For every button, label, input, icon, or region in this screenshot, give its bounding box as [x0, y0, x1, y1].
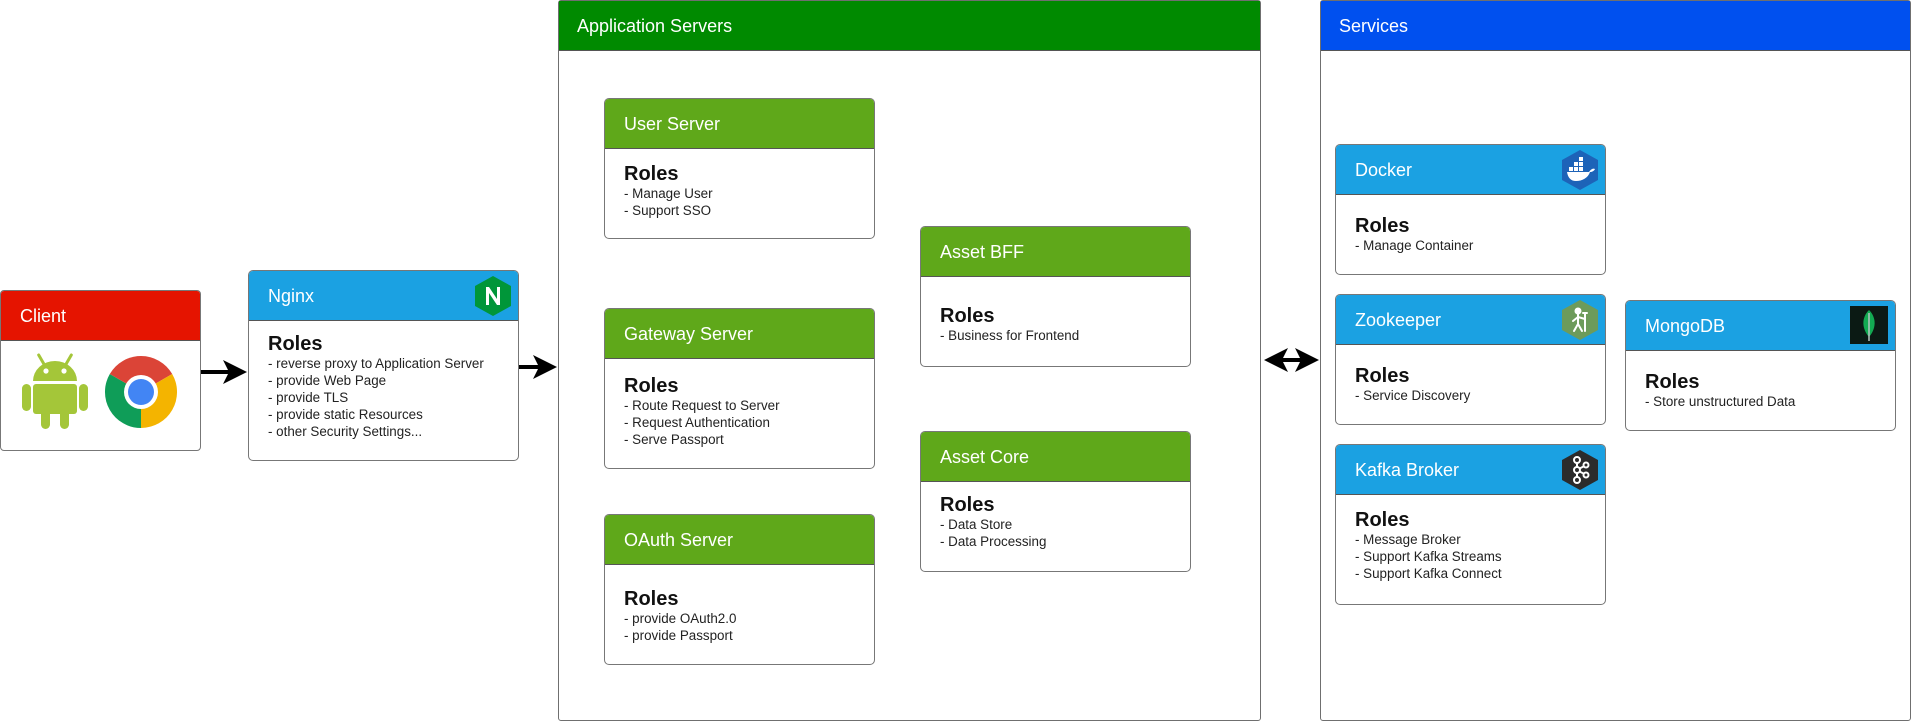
zookeeper-header: Zookeeper [1336, 295, 1605, 345]
zookeeper-box[interactable]: Zookeeper Roles - Service Discovery [1335, 294, 1606, 425]
kafka-icon [1559, 449, 1601, 491]
asset-core-box[interactable]: Asset Core Roles - Data Store - Data Pro… [920, 431, 1191, 572]
list-item: - Support SSO [624, 203, 712, 218]
nginx-header: Nginx [249, 271, 518, 321]
nginx-roles-list: - reverse proxy to Application Server - … [268, 355, 518, 440]
asset-bff-roles-list: - Business for Frontend [940, 327, 1190, 344]
gateway-server-box[interactable]: Gateway Server Roles - Route Request to … [604, 308, 875, 469]
list-item: - Request Authentication [624, 415, 770, 430]
kafka-broker-roles-list: - Message Broker - Support Kafka Streams… [1355, 531, 1605, 582]
list-item: - Message Broker [1355, 532, 1461, 547]
list-item: - provide static Resources [268, 407, 423, 422]
asset-bff-header: Asset BFF [921, 227, 1190, 277]
list-item: - reverse proxy to Application Server [268, 356, 484, 371]
docker-header: Docker [1336, 145, 1605, 195]
services-header: Services [1321, 1, 1910, 51]
kafka-broker-title: Kafka Broker [1355, 460, 1460, 480]
nginx-roles-title: Roles [268, 333, 323, 355]
kafka-broker-header: Kafka Broker [1336, 445, 1605, 495]
list-item: - provide TLS [268, 390, 349, 405]
docker-title: Docker [1355, 160, 1413, 180]
client-title: Client [20, 306, 67, 326]
list-item: - other Security Settings... [268, 424, 423, 439]
kafka-broker-roles-title: Roles [1355, 509, 1410, 531]
asset-bff-title: Asset BFF [940, 242, 1025, 262]
application-servers-header: Application Servers [559, 1, 1260, 51]
gateway-server-roles-title: Roles [624, 375, 679, 397]
list-item: - Manage User [624, 186, 713, 201]
gateway-server-header: Gateway Server [605, 309, 874, 359]
gateway-server-title: Gateway Server [624, 324, 754, 344]
mongodb-title: MongoDB [1645, 316, 1726, 336]
list-item: - Business for Frontend [940, 328, 1080, 343]
user-server-header: User Server [605, 99, 874, 149]
client-header: Client [1, 291, 200, 341]
oauth-server-roles-title: Roles [624, 588, 679, 610]
mongodb-header: MongoDB [1626, 301, 1895, 351]
list-item: - Route Request to Server [624, 398, 780, 413]
oauth-server-title: OAuth Server [624, 530, 734, 550]
application-servers-title: Application Servers [577, 16, 733, 36]
asset-bff-box[interactable]: Asset BFF Roles - Business for Frontend [920, 226, 1191, 367]
user-server-box[interactable]: User Server Roles - Manage User - Suppor… [604, 98, 875, 239]
nginx-title: Nginx [268, 286, 315, 306]
zookeeper-roles-list: - Service Discovery [1355, 387, 1605, 404]
list-item: - provide Passport [624, 628, 733, 643]
asset-bff-roles-title: Roles [940, 305, 995, 327]
list-item: - Service Discovery [1355, 388, 1471, 403]
list-item: - provide Web Page [268, 373, 387, 388]
oauth-server-header: OAuth Server [605, 515, 874, 565]
zookeeper-roles-title: Roles [1355, 365, 1410, 387]
nginx-icon [472, 275, 514, 317]
list-item: - Store unstructured Data [1645, 394, 1796, 409]
zookeeper-icon [1559, 299, 1601, 341]
list-item: - Serve Passport [624, 432, 724, 447]
mongodb-icon [1849, 305, 1891, 347]
asset-core-title: Asset Core [940, 447, 1030, 467]
chrome-icon [103, 354, 179, 430]
list-item: - Manage Container [1355, 238, 1474, 253]
docker-box[interactable]: Docker Roles - Manage Container [1335, 144, 1606, 275]
list-item: - Data Processing [940, 534, 1047, 549]
docker-icon [1559, 149, 1601, 191]
list-item: - Data Store [940, 517, 1013, 532]
oauth-server-roles-list: - provide OAuth2.0 - provide Passport [624, 610, 874, 644]
mongodb-roles-list: - Store unstructured Data [1645, 393, 1895, 410]
asset-core-header: Asset Core [921, 432, 1190, 482]
user-server-title: User Server [624, 114, 721, 134]
asset-core-roles-list: - Data Store - Data Processing [940, 516, 1190, 550]
mongodb-roles-title: Roles [1645, 371, 1700, 393]
android-icon [19, 351, 91, 431]
asset-core-roles-title: Roles [940, 494, 995, 516]
nginx-box[interactable]: Nginx Roles - reverse proxy to Applicati… [248, 270, 519, 461]
docker-roles-title: Roles [1355, 215, 1410, 237]
list-item: - Support Kafka Connect [1355, 566, 1502, 581]
oauth-server-box[interactable]: OAuth Server Roles - provide OAuth2.0 - … [604, 514, 875, 665]
list-item: - provide OAuth2.0 [624, 611, 737, 626]
user-server-roles-list: - Manage User - Support SSO [624, 185, 874, 219]
list-item: - Support Kafka Streams [1355, 549, 1502, 564]
docker-roles-list: - Manage Container [1355, 237, 1605, 254]
user-server-roles-title: Roles [624, 163, 679, 185]
kafka-broker-box[interactable]: Kafka Broker Roles - Message Broker - Su… [1335, 444, 1606, 605]
mongodb-box[interactable]: MongoDB Roles - Store unstructured Data [1625, 300, 1896, 431]
zookeeper-title: Zookeeper [1355, 310, 1442, 330]
gateway-server-roles-list: - Route Request to Server - Request Auth… [624, 397, 874, 448]
services-title: Services [1339, 16, 1409, 36]
client-box[interactable]: Client [0, 290, 201, 451]
